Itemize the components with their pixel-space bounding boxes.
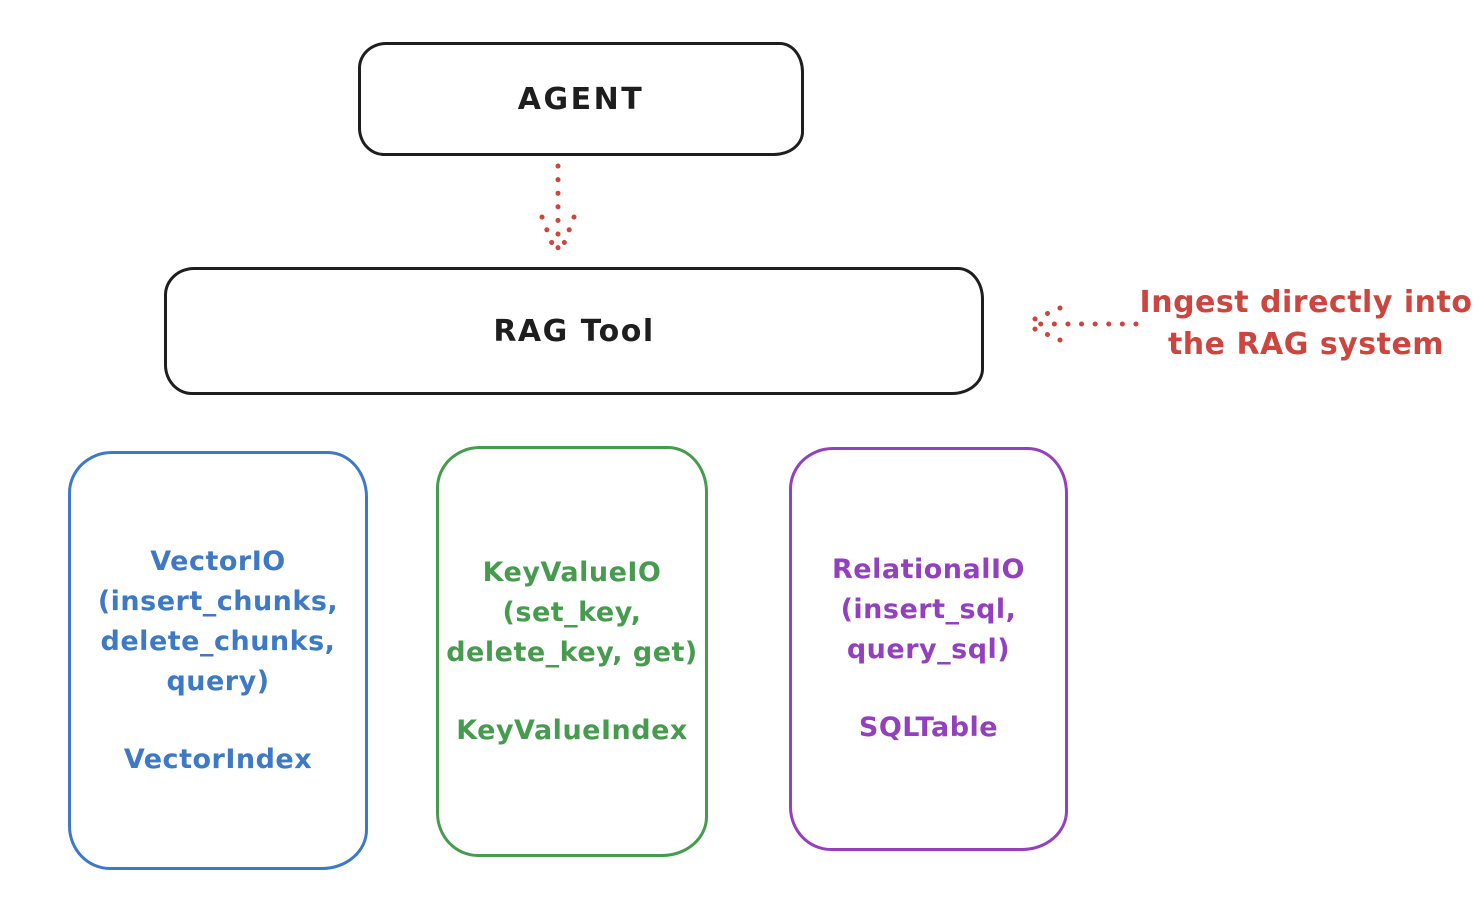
vector-index-label: VectorIndex [123,743,313,775]
relational-io-line: query_sql) [846,634,1011,665]
vector-io-line: delete_chunks, [100,625,336,657]
agent-node: AGENT [358,42,804,156]
ingest-annotation-line-1: Ingest directly into [1139,285,1473,320]
dotted-arrow-left-icon [1025,305,1139,343]
vector-io-line: query) [166,665,270,697]
key-value-io-line: delete_key, get) [446,636,698,668]
ingest-annotation-line-2: the RAG system [1167,327,1445,362]
vector-io-node: VectorIO (insert_chunks, delete_chunks, … [68,451,368,870]
agent-node-label: AGENT [517,81,645,117]
relational-io-node: RelationalIO (insert_sql, query_sql) SQL… [789,447,1068,851]
rag-tool-node: RAG Tool [164,267,984,395]
sql-table-label: SQLTable [858,712,999,743]
key-value-io-line: (set_key, [502,596,642,628]
vector-io-line: VectorIO [150,545,286,577]
dotted-arrow-down-icon [539,163,577,257]
key-value-io-node: KeyValueIO (set_key, delete_key, get) Ke… [436,446,708,857]
relational-io-line: (insert_sql, [840,594,1017,625]
ingest-annotation: Ingest directly into the RAG system [1130,282,1482,366]
vector-io-line: (insert_chunks, [97,585,339,617]
key-value-io-line: KeyValueIO [482,556,662,588]
relational-io-line: RelationalIO [832,554,1025,585]
key-value-index-label: KeyValueIndex [456,714,688,746]
rag-tool-node-label: RAG Tool [493,313,655,349]
